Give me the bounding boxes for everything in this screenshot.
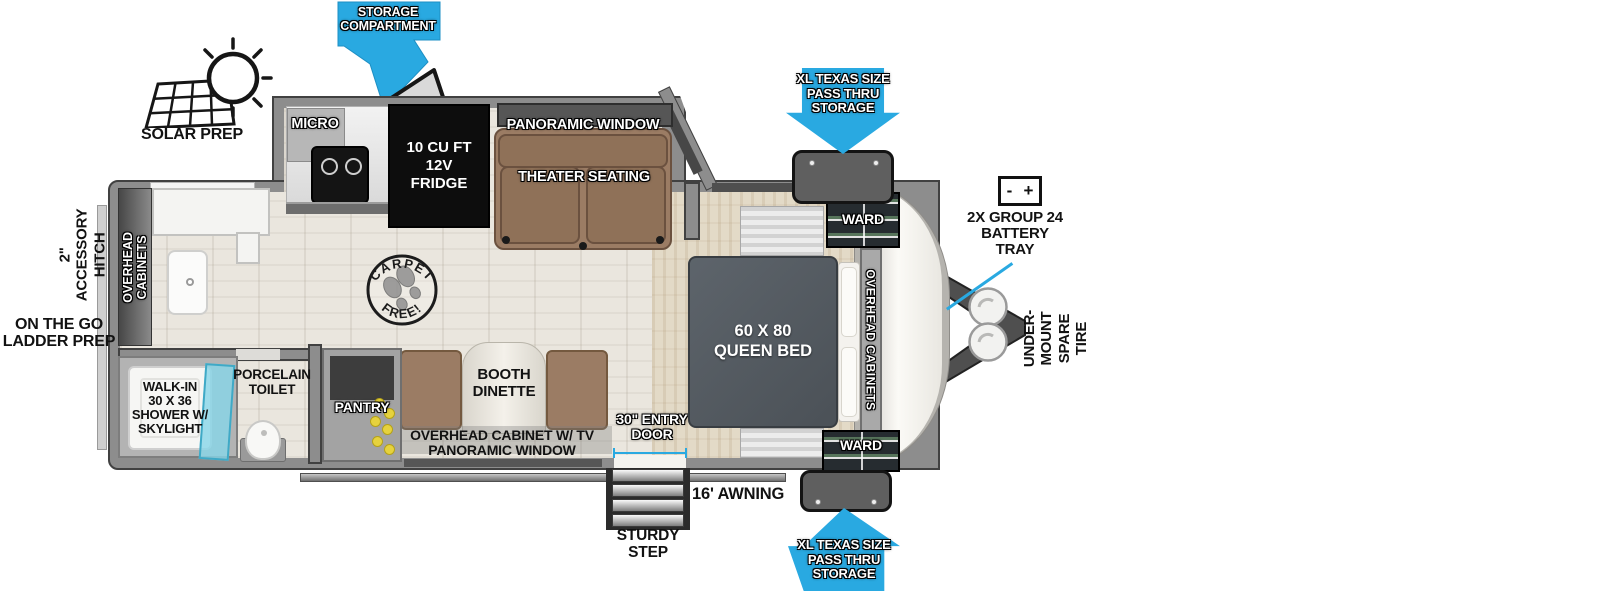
canned-goods xyxy=(384,444,395,455)
sofa-backrest xyxy=(498,134,668,168)
bathroom-door-opening xyxy=(236,349,280,360)
svg-text:FREE!: FREE! xyxy=(379,300,425,321)
sink-drain xyxy=(186,278,194,286)
toilet-label: PORCELAIN TOILET xyxy=(233,367,311,397)
toilet-flush-button xyxy=(261,430,267,436)
panoramic-window-label: PANORAMIC WINDOW xyxy=(506,117,660,133)
microwave-label: MICRO xyxy=(291,116,339,132)
cup-holder xyxy=(502,236,510,244)
awning-label: 16' AWNING xyxy=(692,485,785,503)
canned-goods xyxy=(370,416,381,427)
step-tread xyxy=(612,484,684,497)
pantry-cabinet xyxy=(322,348,402,462)
step-tread xyxy=(612,499,684,512)
overhead-cabinet-band xyxy=(392,426,612,454)
solar-prep-icon xyxy=(144,37,273,128)
panoramic-window-band xyxy=(497,103,673,127)
wardrobe-label: WARD xyxy=(842,211,884,227)
bedside-shelf xyxy=(740,428,824,458)
pillow xyxy=(841,267,857,337)
bedroom-overhead-cabinets-label: OVERHEAD CABINETS xyxy=(864,269,878,411)
entry-steps xyxy=(606,468,690,530)
latch-icon xyxy=(871,499,877,505)
latch-icon xyxy=(809,160,815,166)
burner-icon xyxy=(345,158,362,175)
latch-icon xyxy=(873,160,879,166)
canned-goods xyxy=(374,398,385,409)
wardrobe-label: WARD xyxy=(840,437,882,453)
canned-goods xyxy=(382,424,393,435)
bedroom-overhead-cabinets-label-wrap: OVERHEAD CABINETS xyxy=(849,250,893,430)
shower-label: WALK-IN 30 X 36 SHOWER W/ SKYLIGHT xyxy=(131,379,209,437)
pillow xyxy=(841,347,857,417)
bed-pillows xyxy=(838,262,860,422)
bedside-shelf xyxy=(740,206,824,256)
pass-thru-storage-door xyxy=(792,150,894,204)
theater-seating-label: THEATER SEATING xyxy=(518,169,650,185)
sofa-cushion xyxy=(500,166,580,244)
sturdy-step-label: STURDY STEP xyxy=(616,527,680,561)
dinette-bottom-window xyxy=(404,459,602,467)
queen-bed-label: 60 X 80 QUEEN BED xyxy=(713,322,813,360)
pass-thru-storage-door xyxy=(800,470,892,512)
booth-dinette-label: BOOTH DINETTE xyxy=(472,366,536,401)
refrigerator: 10 CU FT 12V FRIDGE xyxy=(388,104,490,228)
sofa-cushion xyxy=(586,166,666,244)
burner-icon xyxy=(321,158,338,175)
dinette-bench xyxy=(546,350,608,430)
step-tread xyxy=(612,514,684,527)
battery-minus: - xyxy=(1006,181,1013,200)
canned-goods xyxy=(384,408,395,419)
dinette-table xyxy=(462,342,546,434)
pantry-shelf xyxy=(330,356,394,400)
step-tread xyxy=(612,469,684,482)
wardrobe xyxy=(822,430,900,472)
shower-skylight-outline xyxy=(140,378,200,438)
accessory-hitch-label: 2" ACCESSORY HITCH xyxy=(56,208,108,302)
entry-door-opening xyxy=(614,455,686,470)
cup-holder xyxy=(656,236,664,244)
storage-compartment-label: STORAGE COMPARTMENT xyxy=(340,5,436,33)
carpet-free-stamp: CARPET FREE! xyxy=(366,254,438,326)
rear-bumper xyxy=(97,205,107,450)
carpet-stamp-bottom-text: FREE! xyxy=(379,300,423,321)
awning-rail xyxy=(300,473,786,482)
cooktop-range xyxy=(311,146,369,204)
overhead-cabinet-tv-label: OVERHEAD CABINET W/ TV PANORAMIC WINDOW xyxy=(410,427,594,459)
spare-tire-label-wrap: UNDER-MOUNT SPARE TIRE xyxy=(1022,268,1091,408)
pantry-wall xyxy=(308,344,322,464)
rear-overhead-cabinets xyxy=(118,188,152,346)
battery-icon: - + xyxy=(998,176,1042,206)
pantry-label: PANTRY xyxy=(334,399,390,415)
spare-tire-label: UNDER-MOUNT SPARE TIRE xyxy=(1021,309,1091,367)
entry-door-label: 30" ENTRY DOOR xyxy=(616,411,688,443)
entry-door-measure-bracket xyxy=(613,448,687,458)
rear-overhead-cabinets-label: OVERHEAD CABINETS xyxy=(120,231,149,303)
queen-bed: 60 X 80 QUEEN BED xyxy=(688,256,838,428)
theater-seating-sofa xyxy=(494,128,672,250)
bedroom-top-window xyxy=(712,183,792,192)
pass-thru-bottom-label: XL TEXAS SIZE PASS THRU STORAGE xyxy=(797,537,891,582)
pass-thru-top-label: XL TEXAS SIZE PASS THRU STORAGE xyxy=(796,71,890,116)
ladder-prep-label: ON THE GO LADDER PREP xyxy=(2,316,116,351)
accessory-hitch-label-wrap: 2" ACCESSORY HITCH xyxy=(54,180,110,330)
battery-tray-label: 2X GROUP 24 BATTERY TRAY xyxy=(967,209,1063,259)
cup-holder xyxy=(579,242,587,250)
bedroom-partition-stub xyxy=(684,182,700,240)
refrigerator-label: 10 CU FT 12V FRIDGE xyxy=(406,139,472,192)
solar-prep-label: SOLAR PREP xyxy=(140,126,244,143)
bathroom-vanity-return xyxy=(236,232,260,264)
latch-icon xyxy=(815,499,821,505)
canned-goods xyxy=(372,436,383,447)
battery-plus: + xyxy=(1023,181,1034,200)
toilet-bowl xyxy=(245,420,281,460)
storage-compartment-arrow xyxy=(337,1,441,109)
bathroom-vanity-counter xyxy=(152,188,270,236)
